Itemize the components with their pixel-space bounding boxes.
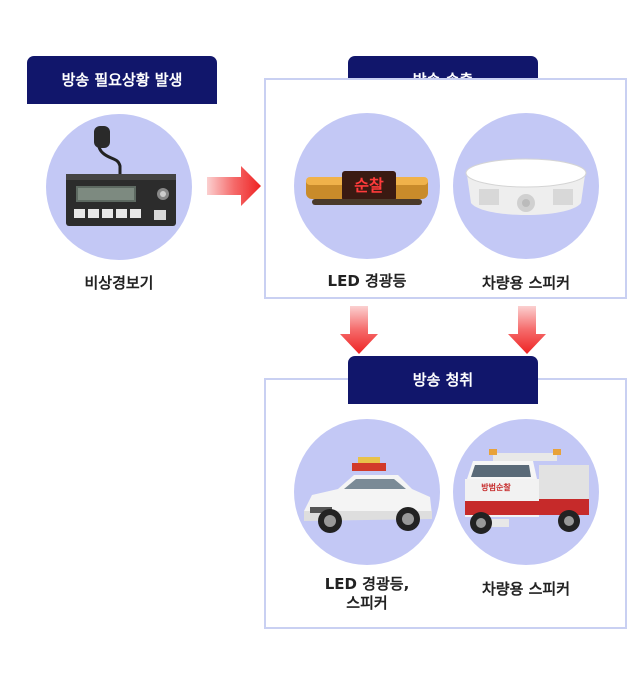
truck-sign-text: 방범순찰: [481, 483, 511, 492]
alarm-device-illustration: [66, 126, 176, 226]
patrol-truck-circle: 방범순찰: [453, 419, 599, 565]
stage-trigger-tab: 방송 필요상황 발생: [27, 56, 217, 104]
patrol-truck-illustration: [465, 449, 589, 534]
car-led-label-line1: LED 경광등,: [324, 575, 410, 593]
speaker-2-label: 차량용 스피커: [481, 580, 571, 598]
led-light-label: LED 경광등: [327, 272, 407, 290]
police-car-circle: [294, 419, 440, 565]
down-arrow-icon: [508, 306, 546, 354]
led-light-illustration: [306, 171, 428, 205]
speaker-illustration: [465, 158, 587, 215]
car-led-speaker-label: LED 경광등, 스피커: [294, 575, 440, 613]
alarm-device-label: 비상경보기: [84, 274, 154, 292]
down-arrow-icon: [340, 306, 378, 354]
right-arrow-icon: [207, 166, 261, 206]
alarm-device-circle: [46, 114, 192, 260]
police-car-illustration: [304, 457, 432, 533]
led-light-circle: 순찰: [294, 113, 440, 259]
stage-receive-tab: 방송 청취: [348, 356, 538, 404]
car-led-label-line2: 스피커: [346, 594, 388, 612]
speaker-label: 차량용 스피커: [481, 274, 571, 292]
speaker-circle: [453, 113, 599, 259]
led-sign-text: 순찰: [354, 176, 384, 195]
